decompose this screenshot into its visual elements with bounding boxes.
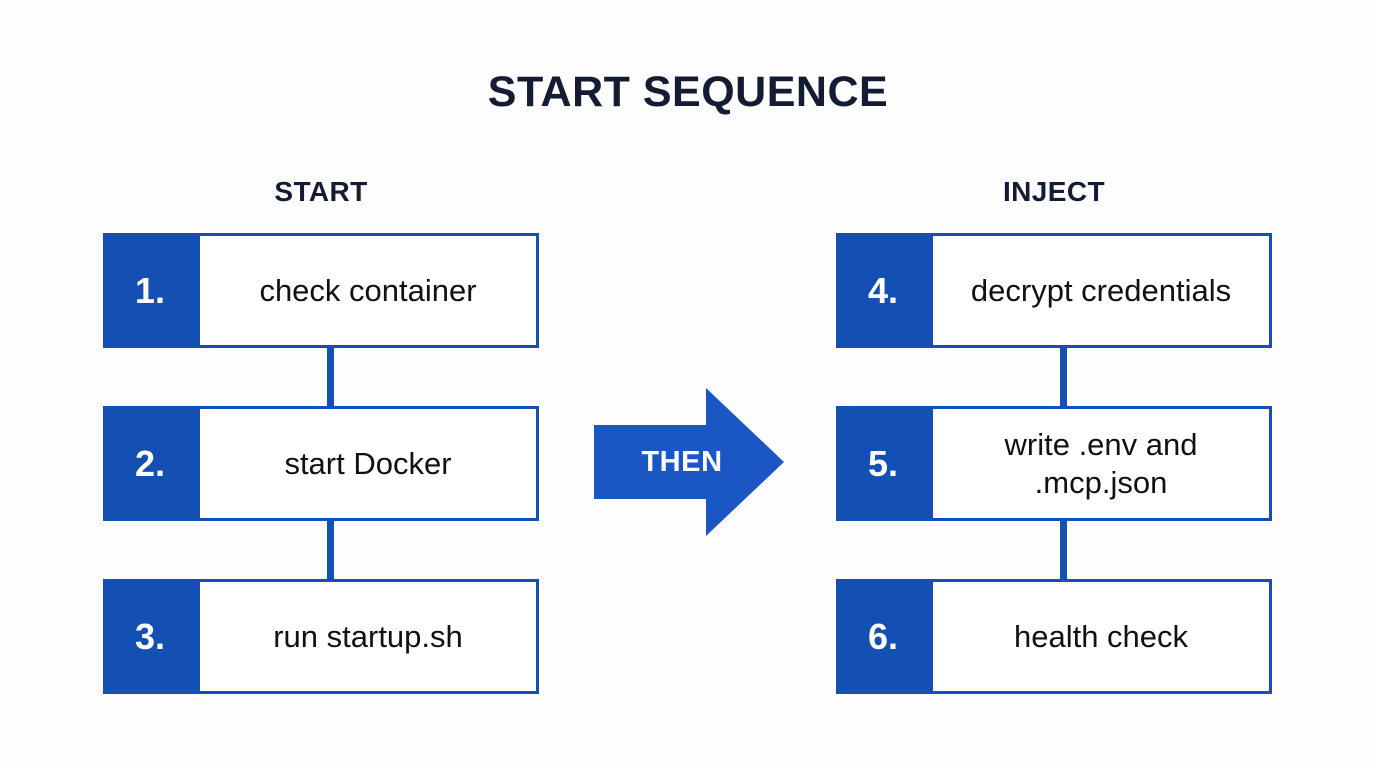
then-arrow: THEN: [594, 388, 784, 536]
step-number-2: 2.: [103, 406, 197, 521]
connector-2-to-3: [327, 519, 334, 581]
step-box-4: 4. decrypt credentials: [836, 233, 1272, 348]
step-label-2: start Docker: [197, 406, 539, 521]
step-number-6: 6.: [836, 579, 930, 694]
connector-5-to-6: [1060, 519, 1067, 581]
connector-1-to-2: [327, 346, 334, 408]
right-arrow-icon: [594, 388, 784, 536]
step-label-5: write .env and .mcp.json: [930, 406, 1272, 521]
step-number-1: 1.: [103, 233, 197, 348]
step-label-1: check container: [197, 233, 539, 348]
connector-4-to-5: [1060, 346, 1067, 408]
step-number-5: 5.: [836, 406, 930, 521]
page-title: START SEQUENCE: [487, 68, 889, 116]
step-box-3: 3. run startup.sh: [103, 579, 539, 694]
then-arrow-label: THEN: [641, 445, 723, 478]
step-label-4: decrypt credentials: [930, 233, 1272, 348]
step-box-2: 2. start Docker: [103, 406, 539, 521]
step-label-6: health check: [930, 579, 1272, 694]
column-heading-start: START: [274, 176, 368, 207]
step-number-4: 4.: [836, 233, 930, 348]
step-box-5: 5. write .env and .mcp.json: [836, 406, 1272, 521]
step-box-6: 6. health check: [836, 579, 1272, 694]
column-heading-inject: INJECT: [1003, 176, 1105, 207]
step-number-3: 3.: [103, 579, 197, 694]
step-box-1: 1. check container: [103, 233, 539, 348]
step-label-3: run startup.sh: [197, 579, 539, 694]
